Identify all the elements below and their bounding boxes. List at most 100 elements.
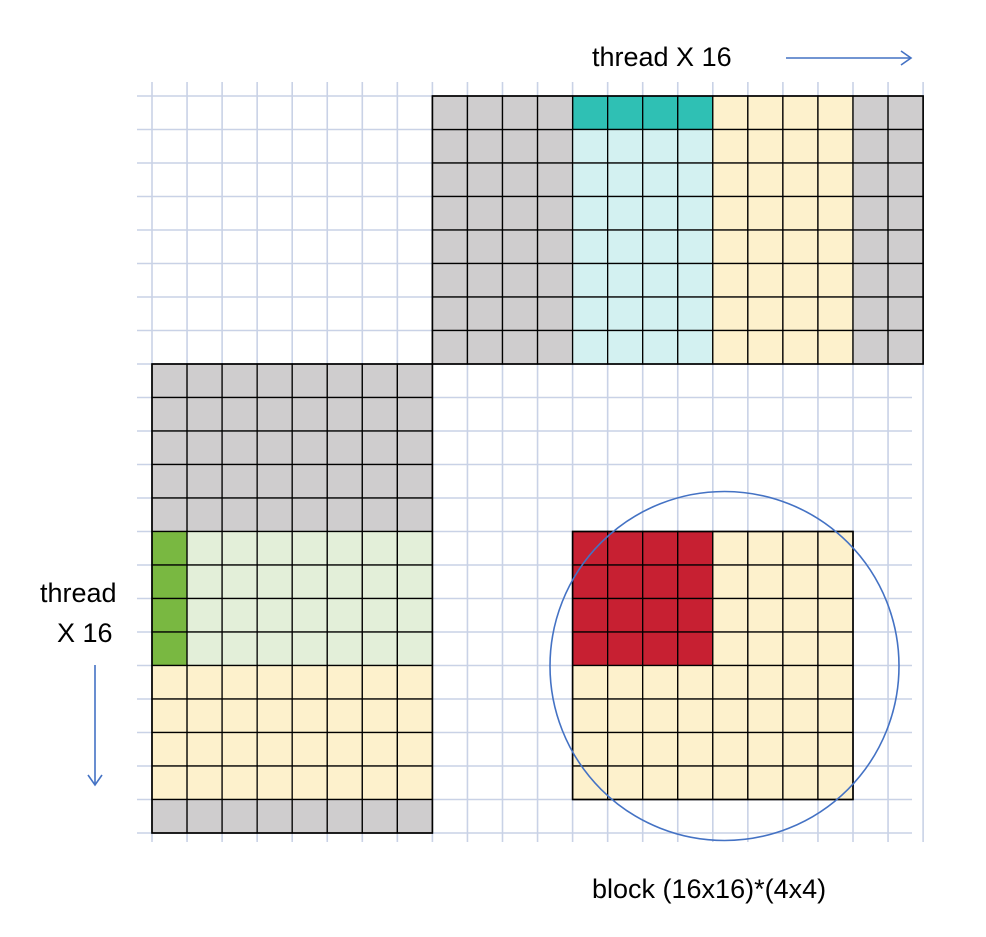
yellow-cell — [747, 262, 784, 298]
gray-cell — [536, 195, 574, 231]
light-teal-cell — [677, 262, 714, 298]
top-thread-label: thread X 16 — [592, 42, 732, 72]
gray-cell — [887, 296, 924, 332]
yellow-cell — [817, 95, 854, 131]
yellow-cell — [256, 731, 293, 767]
light-teal-cell — [607, 229, 644, 265]
light-green-cell — [256, 597, 293, 633]
gray-cell — [361, 430, 398, 466]
block-highlight-circle — [549, 490, 900, 842]
red-cell — [642, 564, 679, 600]
gray-cell — [256, 798, 293, 834]
gray-cell — [887, 262, 924, 298]
light-green-cell — [326, 597, 363, 633]
yellow-cell — [571, 664, 609, 700]
gray-cell — [431, 296, 469, 332]
red-cell — [571, 530, 609, 566]
gray-cell — [466, 95, 504, 131]
light-green-cell — [186, 597, 223, 633]
yellow-cell — [817, 229, 854, 265]
yellow-cell — [747, 296, 784, 332]
gray-cell — [501, 195, 539, 231]
gray-cell — [396, 430, 434, 466]
yellow-cell — [221, 731, 258, 767]
gray-cell — [431, 262, 469, 298]
yellow-cell — [642, 664, 679, 700]
gray-cell — [291, 463, 328, 499]
gray-cell — [396, 497, 434, 533]
yellow-cell — [221, 765, 258, 801]
gray-cell — [431, 329, 469, 365]
light-teal-cell — [642, 262, 679, 298]
gray-cell — [221, 463, 258, 499]
yellow-cell — [326, 664, 363, 700]
light-green-cell — [361, 564, 398, 600]
yellow-cell — [712, 564, 749, 600]
yellow-cell — [782, 530, 819, 566]
gray-cell — [396, 463, 434, 499]
light-teal-cell — [607, 128, 644, 164]
gray-cell — [466, 262, 504, 298]
gray-cell — [221, 497, 258, 533]
yellow-cell — [817, 597, 854, 633]
teal-cell — [607, 95, 644, 131]
yellow-cell — [817, 329, 854, 365]
yellow-cell — [712, 731, 749, 767]
light-green-cell — [221, 564, 258, 600]
yellow-cell — [291, 664, 328, 700]
gray-cell — [536, 329, 574, 365]
gray-cell — [151, 798, 188, 834]
gray-cell — [326, 396, 363, 432]
light-green-cell — [221, 597, 258, 633]
yellow-cell — [747, 698, 784, 734]
gray-cell — [186, 463, 223, 499]
gray-cell — [852, 329, 889, 365]
left-thread-label-line2: X 16 — [57, 618, 113, 648]
light-teal-cell — [571, 128, 609, 164]
gray-cell — [186, 396, 223, 432]
gray-cell — [186, 798, 223, 834]
gray-cell — [326, 363, 363, 399]
yellow-cell — [817, 530, 854, 566]
light-green-cell — [256, 564, 293, 600]
gray-cell — [291, 430, 328, 466]
yellow-cell — [817, 731, 854, 767]
yellow-cell — [747, 95, 784, 131]
gray-cell — [536, 296, 574, 332]
gray-cell — [536, 229, 574, 265]
yellow-cell — [291, 765, 328, 801]
yellow-cell — [712, 698, 749, 734]
yellow-cell — [782, 162, 819, 198]
gray-cell — [431, 229, 469, 265]
gray-cell — [852, 128, 889, 164]
light-green-cell — [256, 631, 293, 667]
yellow-cell — [747, 765, 784, 801]
light-teal-cell — [571, 229, 609, 265]
light-teal-cell — [677, 229, 714, 265]
gray-cell — [466, 128, 504, 164]
green-cell — [151, 597, 188, 633]
gray-cell — [887, 128, 924, 164]
yellow-cell — [607, 731, 644, 767]
yellow-cell — [747, 329, 784, 365]
gray-cell — [536, 95, 574, 131]
yellow-cell — [817, 195, 854, 231]
yellow-cell — [571, 698, 609, 734]
block-label: block (16x16)*(4x4) — [592, 874, 827, 904]
gray-cell — [466, 162, 504, 198]
light-teal-cell — [607, 195, 644, 231]
gray-cell — [326, 497, 363, 533]
gray-cell — [536, 262, 574, 298]
yellow-cell — [326, 731, 363, 767]
yellow-cell — [782, 731, 819, 767]
light-green-cell — [396, 530, 434, 566]
yellow-cell — [151, 731, 188, 767]
horizontal-arrow-head — [900, 50, 913, 66]
red-cell — [677, 597, 714, 633]
gray-cell — [396, 363, 434, 399]
gray-cell — [501, 229, 539, 265]
red-cell — [571, 597, 609, 633]
yellow-cell — [817, 296, 854, 332]
yellow-cell — [712, 329, 749, 365]
